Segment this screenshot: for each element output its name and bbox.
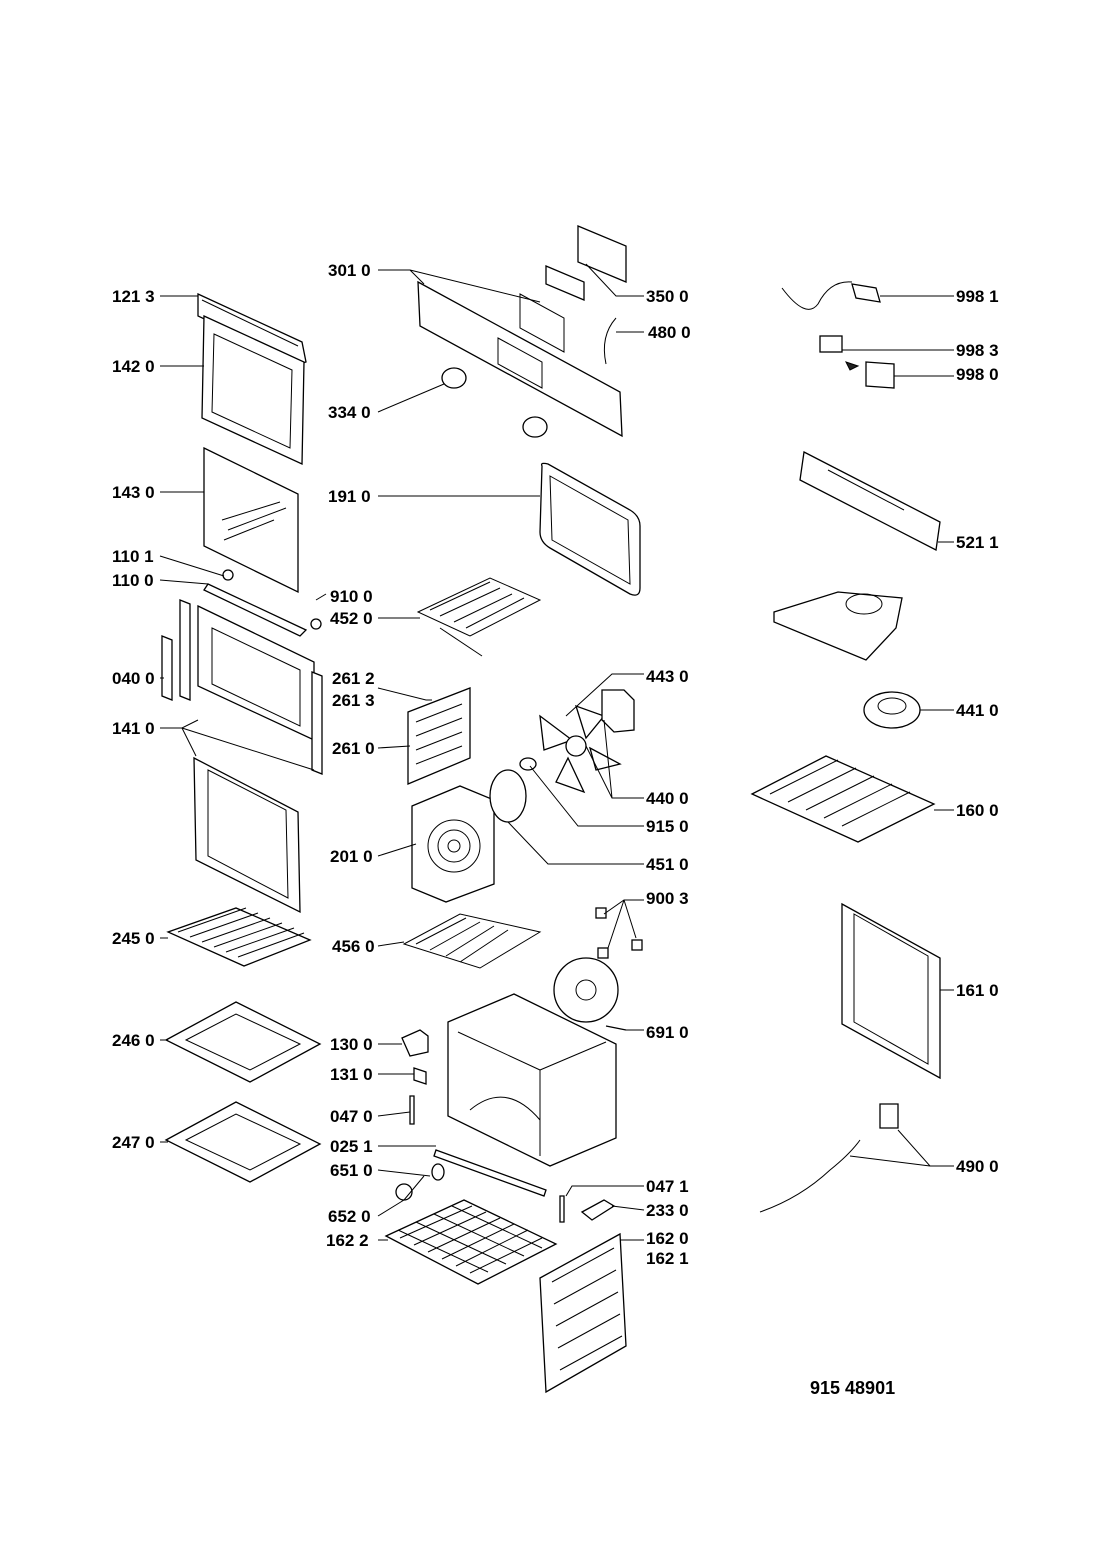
label-490-0: 490 0 [956, 1157, 999, 1176]
door-seal-191-0 [539, 462, 641, 596]
label-261-2: 261 2 [332, 669, 375, 688]
label-245-0: 245 0 [112, 929, 155, 948]
inner-glass-143-0 [203, 446, 299, 594]
label-233-0: 233 0 [646, 1201, 689, 1220]
label-998-1: 998 1 [956, 287, 999, 306]
label-131-0: 131 0 [330, 1065, 373, 1084]
label-110-1: 110 1 [112, 547, 154, 566]
fan-motor-443-0 [601, 689, 635, 733]
outer-door-glass-142-0 [201, 314, 305, 466]
leader-lines-right [842, 295, 954, 1167]
power-cable-998-1 [781, 281, 881, 310]
door-hinge-040-0 [161, 635, 173, 701]
door-hinge-110-1 [222, 569, 322, 630]
leader-lines-middle [377, 263, 645, 1241]
leader-lines-left [159, 295, 315, 1143]
label-047-0: 047 0 [330, 1107, 373, 1126]
label-160-0: 160 0 [956, 801, 999, 820]
label-910-0: 910 0 [330, 587, 373, 606]
label-998-3: 998 3 [956, 341, 999, 360]
label-480-0: 480 0 [648, 323, 691, 342]
back-cover-201-0 [411, 785, 495, 903]
label-143-0: 143 0 [112, 483, 155, 502]
label-191-0: 191 0 [328, 487, 371, 506]
baking-tray-247-0 [164, 1101, 322, 1183]
label-141-0: 141 0 [112, 719, 155, 738]
label-121-3: 121 3 [112, 287, 155, 306]
control-board-350-0 [545, 225, 627, 365]
label-456-0: 456 0 [332, 937, 375, 956]
side-rack-162-0 [539, 1232, 627, 1394]
grill-160-0 [750, 755, 936, 843]
label-261-3: 261 3 [332, 691, 375, 710]
label-443-0: 443 0 [646, 667, 689, 686]
label-162-0: 162 0 [646, 1229, 689, 1248]
label-261-0: 261 0 [332, 739, 375, 758]
label-350-0: 350 0 [646, 287, 689, 306]
wire-shelf-245-0 [166, 907, 312, 967]
label-521-1: 521 1 [956, 533, 999, 552]
label-451-0: 451 0 [646, 855, 689, 874]
label-998-0: 998 0 [956, 365, 999, 384]
label-246-0: 246 0 [112, 1031, 155, 1050]
label-247-0: 247 0 [112, 1133, 155, 1152]
fan-plate-900-3 [553, 907, 643, 1023]
grid-shelf-162-2 [384, 1199, 558, 1285]
label-915-0: 915 0 [646, 817, 689, 836]
wire-910-0 [315, 593, 327, 601]
electronic-board-521-1 [799, 451, 941, 551]
drawing-number: 915 48901 [810, 1378, 895, 1398]
fan-blade-440-0 [519, 704, 622, 794]
cavity-450 [447, 993, 617, 1167]
door-bar-110-0 [203, 583, 308, 637]
label-110-0: 110 0 [112, 571, 154, 590]
bottom-heater-456-0 [402, 913, 542, 969]
label-334-0: 334 0 [328, 403, 371, 422]
label-201-0: 201 0 [330, 847, 373, 866]
cable-harness-490-0 [759, 1103, 899, 1213]
fan-housing-top [773, 591, 903, 661]
label-452-0: 452 0 [330, 609, 373, 628]
baking-tray-246-0 [164, 1001, 322, 1083]
oven-side-161-0 [841, 902, 941, 1080]
small-parts-lower [395, 1025, 627, 1223]
label-651-0: 651 0 [330, 1161, 373, 1180]
fan-441-0 [863, 691, 921, 729]
label-161-0: 161 0 [956, 981, 999, 1000]
label-142-0: 142 0 [112, 357, 155, 376]
label-040-0: 040 0 [112, 669, 155, 688]
label-162-2: 162 2 [326, 1231, 369, 1250]
knob-334-0 [441, 367, 548, 438]
label-440-0: 440 0 [646, 789, 689, 808]
label-998-3 [819, 335, 860, 371]
label-301-0: 301 0 [328, 261, 371, 280]
manual-998-0 [865, 361, 895, 389]
label-047-1: 047 1 [646, 1177, 689, 1196]
label-162-1: 162 1 [646, 1249, 689, 1268]
control-panel-301-0 [417, 280, 623, 438]
label-130-0: 130 0 [330, 1035, 373, 1054]
label-025-1: 025 1 [330, 1137, 373, 1156]
fan-ring-451-0 [489, 769, 527, 823]
label-691-0: 691 0 [646, 1023, 689, 1042]
label-652-0: 652 0 [328, 1207, 371, 1226]
label-441-0: 441 0 [956, 701, 999, 720]
top-heater-452-0 [416, 577, 542, 657]
shelf-runner-261-0 [407, 687, 471, 785]
label-900-3: 900 3 [646, 889, 689, 908]
door-frame-141-0 [179, 599, 323, 914]
